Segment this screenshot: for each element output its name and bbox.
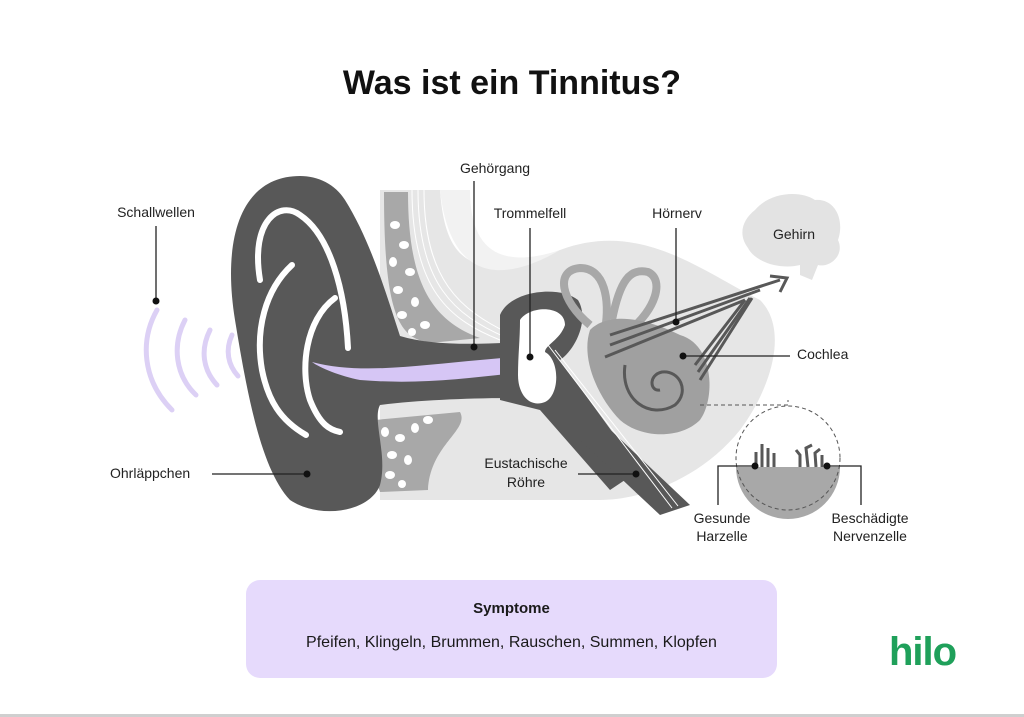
brain-icon <box>742 194 841 280</box>
auditory-nerve <box>604 278 781 381</box>
symptoms-box: Symptome Pfeifen, Klingeln, Brummen, Rau… <box>246 580 777 678</box>
outer-ear <box>231 176 520 512</box>
label-beschaedigte-2: Nervenzelle <box>833 528 907 544</box>
label-hoernerv: Hörnerv <box>652 205 702 221</box>
eustachian-tube <box>580 420 690 515</box>
symptoms-text: Pfeifen, Klingeln, Brummen, Rauschen, Su… <box>306 634 717 651</box>
nerve-arrow-icon <box>769 274 790 293</box>
cochlea-shape <box>587 318 710 435</box>
label-gesunde-2: Harzelle <box>696 528 748 544</box>
semicircular-canals <box>560 263 661 334</box>
label-gehirn: Gehirn <box>773 226 815 242</box>
cochlea-spiral <box>622 364 684 412</box>
hair-cells <box>754 443 824 468</box>
hilo-logo: hilo <box>889 630 957 674</box>
label-eustachische-1: Eustachische <box>484 455 567 471</box>
inner-tissue-top <box>440 190 560 271</box>
sound-waves <box>143 307 241 413</box>
zoom-circle <box>735 405 841 511</box>
symptoms-heading: Symptome <box>473 600 550 617</box>
label-eustachische-2: Röhre <box>507 474 545 490</box>
leader-dots <box>152 297 831 478</box>
canal-lines <box>411 189 511 341</box>
label-beschaedigte-1: Beschädigte <box>831 510 908 526</box>
upper-bone <box>384 192 480 343</box>
zoom-connector <box>700 400 789 406</box>
zoom-circle-bottom <box>736 467 840 519</box>
label-schallwellen: Schallwellen <box>117 204 195 220</box>
bone-pores <box>381 221 433 488</box>
label-ohrlaeppchen: Ohrläppchen <box>110 465 190 481</box>
lower-bone <box>373 412 462 492</box>
tube-lines <box>547 344 679 509</box>
bottom-divider <box>0 714 1024 717</box>
label-trommelfell: Trommelfell <box>494 205 567 221</box>
label-cochlea: Cochlea <box>797 346 849 362</box>
page-title: Was ist ein Tinnitus? <box>343 64 681 102</box>
label-gehoergang: Gehörgang <box>460 160 530 176</box>
leader-lines <box>155 181 862 505</box>
ear-canal-sound <box>312 356 525 382</box>
ear-folds <box>255 207 351 438</box>
label-gesunde-1: Gesunde <box>694 510 751 526</box>
